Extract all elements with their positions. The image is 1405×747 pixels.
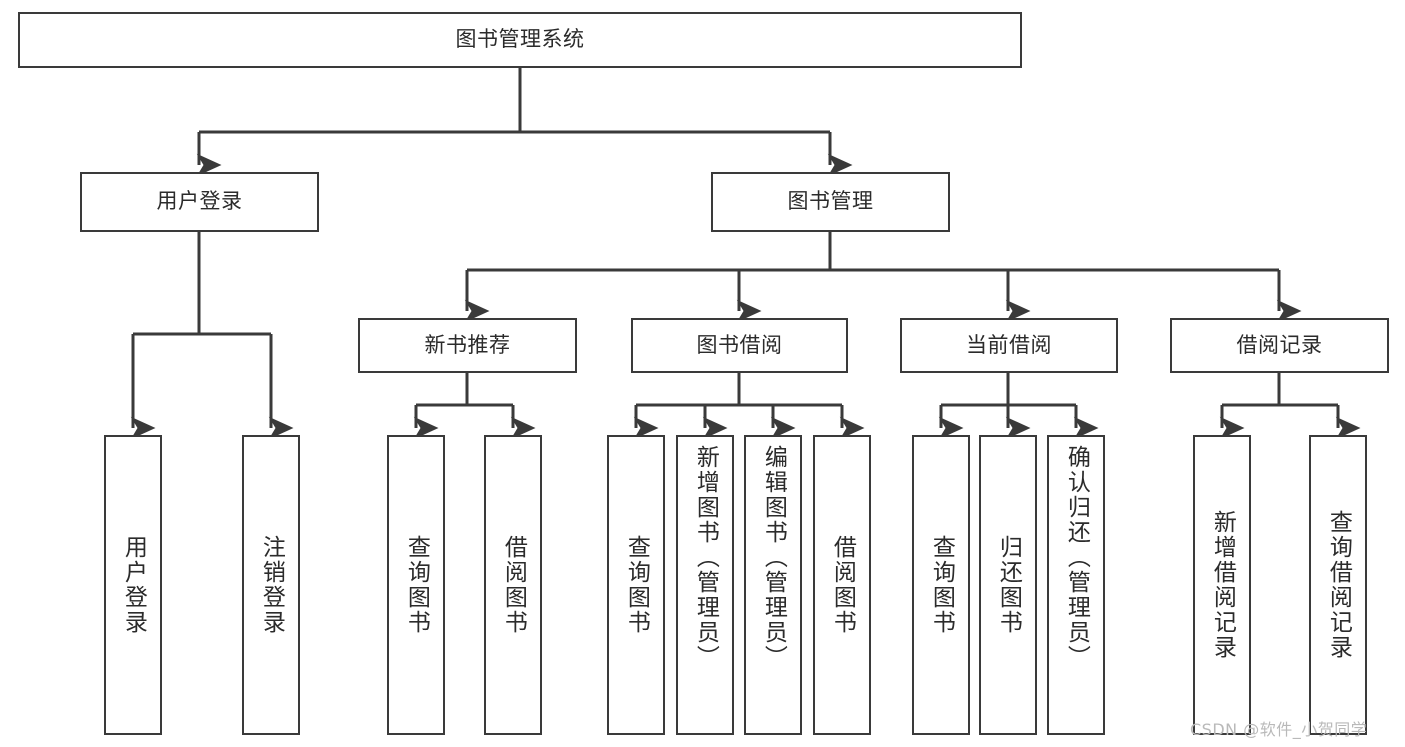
node-root-system[interactable]: 图书管理系统: [18, 12, 1022, 68]
node-user-login[interactable]: 用户登录: [80, 172, 319, 232]
node-label: 图书管理: [787, 189, 874, 214]
leaf-borrow-edit-book-admin[interactable]: 编辑图书（管理员）: [744, 435, 802, 735]
leaf-logout[interactable]: 注销登录: [242, 435, 300, 735]
node-label: 查询借阅记录: [1325, 510, 1352, 660]
node-label: 新增图书（管理员）: [692, 445, 719, 670]
node-new-book-recommend[interactable]: 新书推荐: [358, 318, 577, 373]
node-book-management[interactable]: 图书管理: [711, 172, 950, 232]
node-label: 确认归还（管理员）: [1063, 445, 1090, 670]
leaf-current-confirm-return-admin[interactable]: 确认归还（管理员）: [1047, 435, 1105, 735]
node-current-borrow[interactable]: 当前借阅: [900, 318, 1118, 373]
leaf-record-add-record[interactable]: 新增借阅记录: [1193, 435, 1251, 735]
node-label: 用户登录: [156, 189, 243, 214]
leaf-borrow-query-book[interactable]: 查询图书: [607, 435, 665, 735]
node-label: 借阅图书: [829, 535, 856, 635]
node-label: 归还图书: [995, 535, 1022, 635]
csdn-watermark: CSDN @软件_小贺同学: [1190, 720, 1368, 739]
node-borrow-record[interactable]: 借阅记录: [1170, 318, 1389, 373]
node-label: 查询图书: [623, 535, 650, 635]
leaf-borrow-borrow-book[interactable]: 借阅图书: [813, 435, 871, 735]
leaf-current-query-book[interactable]: 查询图书: [912, 435, 970, 735]
node-label: 新书推荐: [424, 332, 511, 357]
node-label: 查询图书: [928, 535, 955, 635]
node-label: 借阅图书: [500, 535, 527, 635]
node-label: 新增借阅记录: [1209, 510, 1236, 660]
leaf-user-login[interactable]: 用户登录: [104, 435, 162, 735]
leaf-record-query-record[interactable]: 查询借阅记录: [1309, 435, 1367, 735]
leaf-current-return-book[interactable]: 归还图书: [979, 435, 1037, 735]
leaf-recommend-query-book[interactable]: 查询图书: [387, 435, 445, 735]
leaf-borrow-add-book-admin[interactable]: 新增图书（管理员）: [676, 435, 734, 735]
node-label: 图书借阅: [696, 332, 783, 357]
node-label: 当前借阅: [966, 332, 1052, 357]
node-label: 注销登录: [258, 535, 285, 635]
node-label: 用户登录: [120, 535, 147, 635]
node-label: 借阅记录: [1236, 332, 1323, 357]
node-book-borrow[interactable]: 图书借阅: [631, 318, 848, 373]
leaf-recommend-borrow-book[interactable]: 借阅图书: [484, 435, 542, 735]
node-label: 图书管理系统: [455, 27, 585, 52]
node-label: 编辑图书（管理员）: [760, 445, 787, 670]
node-label: 查询图书: [403, 535, 430, 635]
